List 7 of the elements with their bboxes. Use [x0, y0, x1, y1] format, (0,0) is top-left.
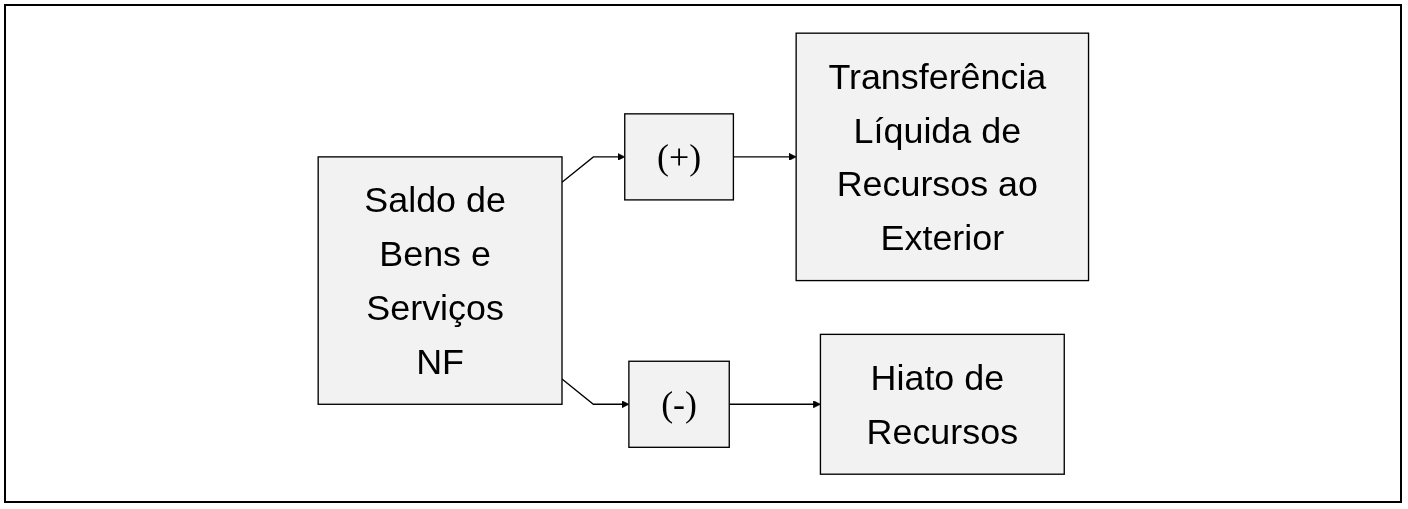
arrow: [728, 400, 821, 409]
node-box: [795, 32, 1089, 282]
node-box: [819, 333, 1065, 475]
diagram-frame: Saldo de Bens e Serviços NF (+) Transferência Líquida de Recursos ao Exterior (-) Hiato de Recursos: [4, 4, 1402, 503]
node-box: [317, 156, 563, 405]
node-box: [627, 360, 730, 448]
node-box: [623, 113, 734, 201]
